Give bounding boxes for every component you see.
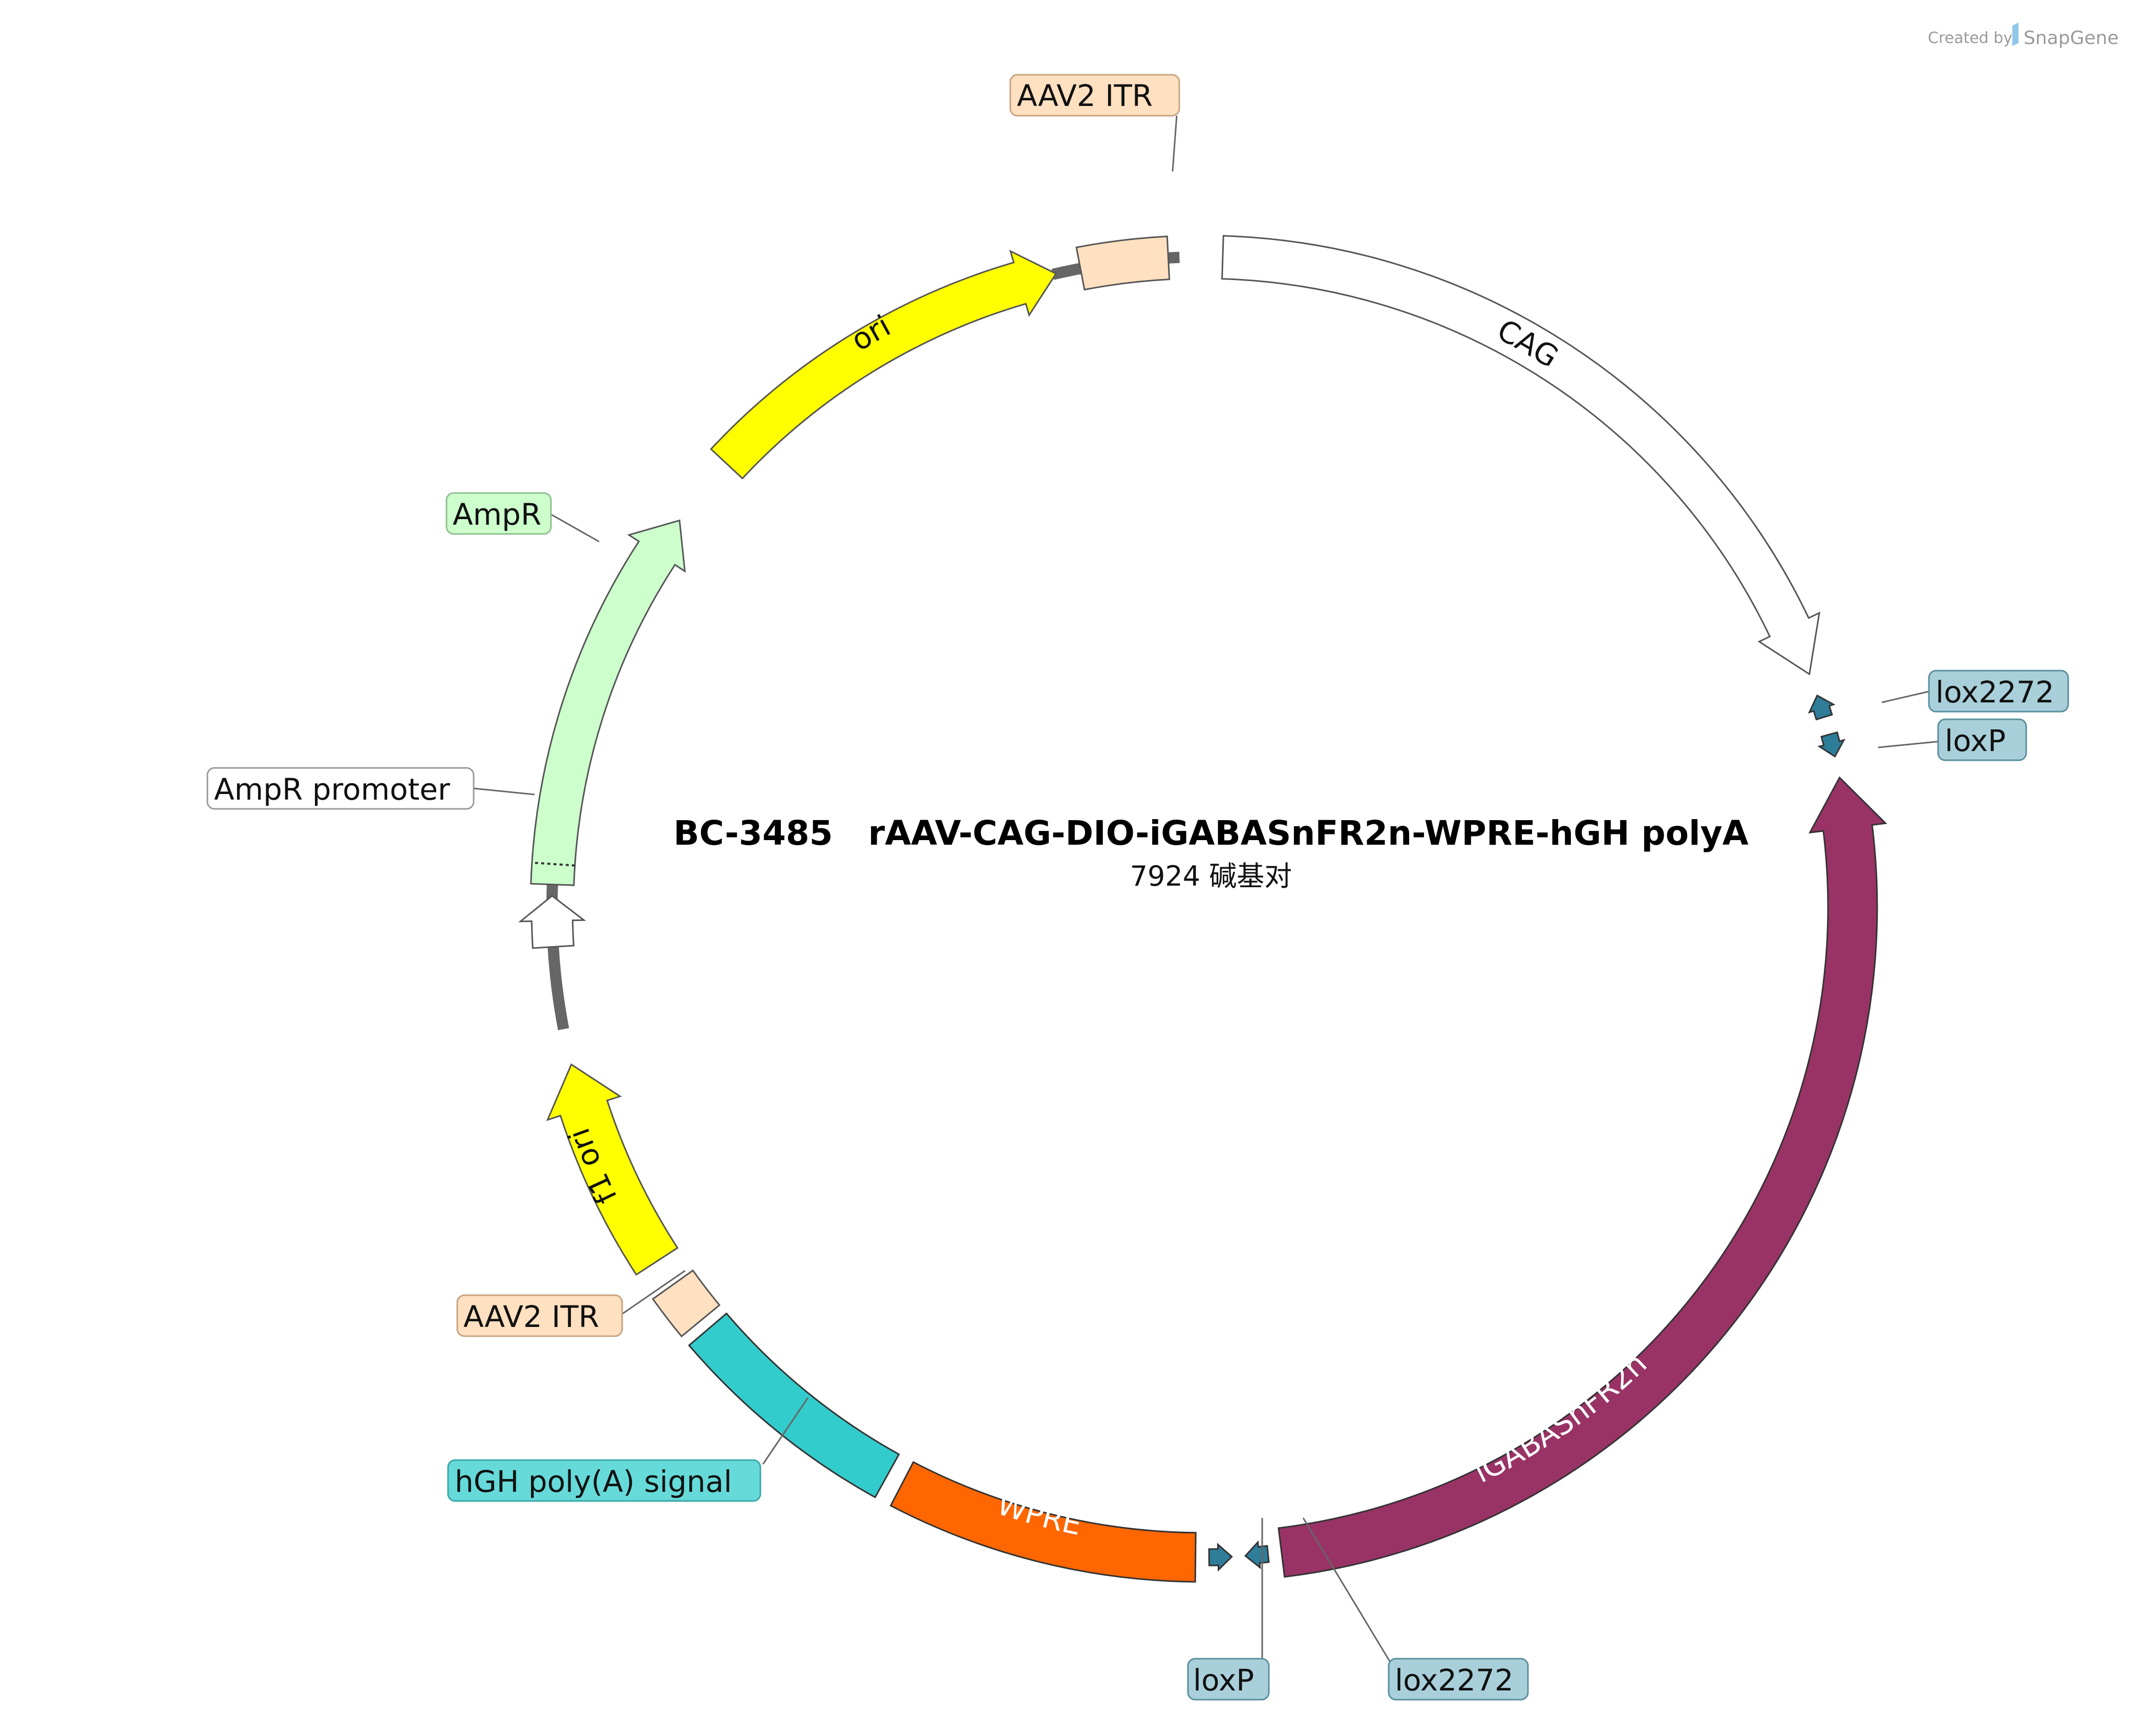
ampr-arrow <box>530 519 686 886</box>
svg-text:hGH poly(A) signal: hGH poly(A) signal <box>455 1464 732 1499</box>
leader-lox2272-bottom <box>1302 1517 1394 1667</box>
ampr-promoter-arrow <box>518 894 586 949</box>
igabasnfr2n-arrow <box>1278 776 1887 1578</box>
lox2272-right-marker <box>1808 694 1836 721</box>
leader-hgh <box>762 1397 809 1465</box>
leader-ampr <box>549 512 600 543</box>
svg-text:loxP: loxP <box>1945 723 2006 758</box>
callout-ampr-promoter: AmpR promoter <box>206 767 475 810</box>
lox2272-bottom-marker <box>1244 1540 1270 1570</box>
leader-itr-bottom <box>619 1270 686 1317</box>
itr-bottom-box <box>651 1269 721 1338</box>
f1ori-arrow <box>546 1063 679 1276</box>
loxp-bottom-marker <box>1208 1542 1233 1572</box>
callout-hgh-polya: hGH poly(A) signal <box>447 1459 761 1502</box>
callout-lox2272-bottom: lox2272 <box>1388 1658 1529 1701</box>
svg-text:loxP: loxP <box>1193 1663 1254 1698</box>
leader-lox2272-right <box>1881 690 1931 703</box>
callout-lox2272-right: lox2272 <box>1928 670 2069 713</box>
svg-text:AmpR: AmpR <box>453 497 541 532</box>
cag-arrow <box>1221 235 1820 676</box>
callout-itr-top: AAV2 ITR <box>1009 74 1180 117</box>
leader-ampr-promoter <box>473 787 535 796</box>
leader-itr-top <box>1172 115 1178 172</box>
svg-text:lox2272: lox2272 <box>1936 675 2054 710</box>
ampr-dotted-divider <box>532 862 575 867</box>
wpre-box <box>889 1461 1197 1583</box>
hgh-polya-box <box>688 1312 900 1498</box>
plasmid-title: BC-3485 rAAV-CAG-DIO-iGABASnFR2n-WPRE-hG… <box>673 813 1749 853</box>
callout-loxp-right: loxP <box>1937 718 2027 761</box>
ori-arrow <box>710 249 1057 480</box>
leader-loxp-right <box>1878 740 1941 748</box>
svg-text:lox2272: lox2272 <box>1395 1663 1514 1698</box>
svg-text:AAV2 ITR: AAV2 ITR <box>1017 78 1153 113</box>
callout-loxp-bottom: loxP <box>1187 1658 1270 1701</box>
callout-itr-bottom: AAV2 ITR <box>456 1294 623 1337</box>
credit-brand: SnapGene <box>2024 28 2119 49</box>
itr-top-box <box>1075 235 1171 291</box>
credit-prefix: Created by <box>1928 29 2012 47</box>
callout-ampr: AmpR <box>445 492 552 535</box>
snapgene-logo-icon <box>2012 23 2018 46</box>
svg-text:AmpR promoter: AmpR promoter <box>214 772 450 807</box>
leader-lines <box>473 115 1941 1667</box>
svg-text:AAV2 ITR: AAV2 ITR <box>463 1299 599 1334</box>
plasmid-size: 7924 碱基对 <box>1130 860 1292 892</box>
loxp-right-marker <box>1817 731 1845 758</box>
